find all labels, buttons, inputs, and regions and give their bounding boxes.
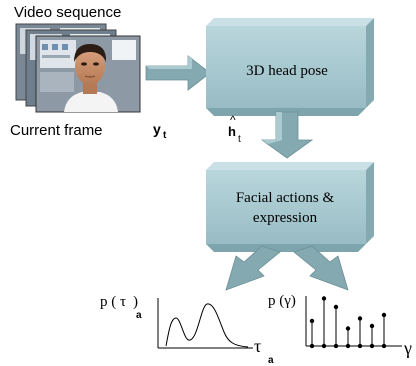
tau-plot-density-curve xyxy=(165,303,249,348)
arrow-facial-to-tau xyxy=(225,245,281,291)
gamma-stem-tip xyxy=(369,323,375,329)
facial-actions-box-side xyxy=(366,162,374,244)
current-frame-image xyxy=(35,35,141,113)
person-shirt xyxy=(64,92,118,112)
tau-plot-label-prefix: p ( xyxy=(100,294,116,310)
arrow-facial-to-gamma xyxy=(293,245,349,291)
observation-subscript: t xyxy=(163,130,167,141)
head-pose-box xyxy=(206,18,374,116)
head-pose-label: 3D head pose xyxy=(246,63,328,79)
gamma-stem-tip xyxy=(321,296,327,301)
tau-plot-label-subscript: a xyxy=(136,310,142,321)
gamma-stem-tip xyxy=(357,316,363,321)
facial-actions-box xyxy=(206,162,374,252)
person-face xyxy=(75,47,105,85)
estimate-accent: ^ xyxy=(230,113,236,127)
head-pose-box-side xyxy=(366,18,374,108)
facial-actions-box-face xyxy=(206,170,366,244)
gamma-stem-base xyxy=(309,343,315,349)
facial-actions-label-line2: expression xyxy=(253,210,318,226)
gamma-axis-symbol: γ xyxy=(403,338,412,358)
current-frame-label: Current frame xyxy=(10,122,103,139)
facial-actions-box-bottom xyxy=(206,244,366,252)
estimate-subscript: t xyxy=(238,134,241,145)
arrow-frame-to-headpose xyxy=(145,55,211,91)
gamma-stem-base xyxy=(381,343,387,349)
gamma-stem-tip xyxy=(381,312,387,318)
facial-actions-box-top xyxy=(206,162,374,170)
gamma-stem-tip xyxy=(345,326,351,331)
gamma-plot-stems xyxy=(309,296,387,349)
video-frames xyxy=(15,23,141,113)
head-pose-box-face xyxy=(206,26,366,108)
gamma-stem-base xyxy=(333,343,339,349)
tau-axis-subscript: a xyxy=(268,355,274,366)
gamma-plot-label: p (γ) xyxy=(268,293,296,309)
tau-plot-label-suffix: ) xyxy=(133,294,138,310)
gamma-stem-base xyxy=(345,343,351,349)
estimate-symbol: h xyxy=(228,124,236,139)
gamma-stem-base xyxy=(357,343,363,349)
person-hair xyxy=(74,44,107,62)
observation-symbol: y xyxy=(153,121,161,137)
gamma-stem-base xyxy=(321,343,327,349)
head-pose-box-top xyxy=(206,18,374,26)
tau-plot-label-symbol: τ xyxy=(120,294,126,310)
video-sequence-title: Video sequence xyxy=(14,4,121,21)
gamma-plot xyxy=(305,296,402,349)
tau-axis-symbol: τ xyxy=(254,336,261,356)
arrow-headpose-to-facial xyxy=(260,111,314,159)
gamma-stem-base xyxy=(369,343,375,349)
gamma-stem-tip xyxy=(309,318,315,324)
gamma-stem-tip xyxy=(333,304,339,310)
tau-plot xyxy=(157,298,253,349)
facial-actions-label-line1: Facial actions & xyxy=(236,190,335,206)
